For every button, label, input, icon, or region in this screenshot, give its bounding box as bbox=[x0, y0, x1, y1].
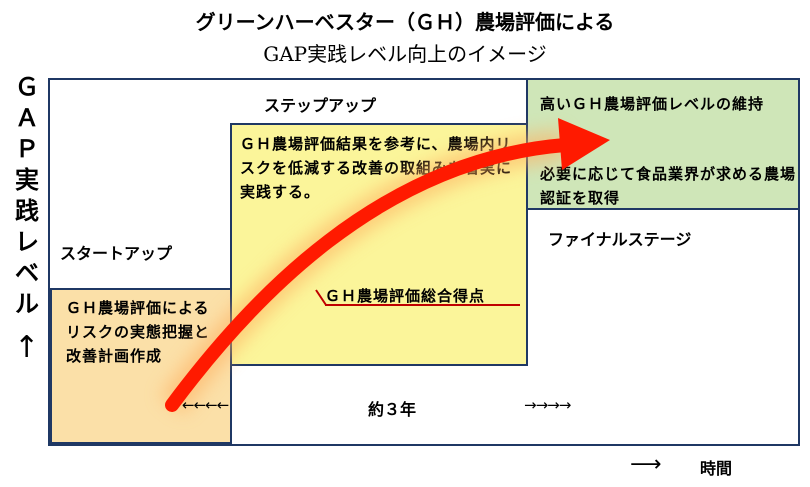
y-axis-label: ＧＡＰ実践レベル bbox=[15, 73, 39, 318]
title-line-2: GAP実践レベル向上のイメージ bbox=[263, 42, 547, 66]
stage-label-final: ファイナルステージ bbox=[548, 230, 692, 249]
startup-description: ＧＨ農場評価によるリスクの実態把握と改善計画作成 bbox=[66, 299, 211, 365]
final-description-1: 高いＧＨ農場評価レベルの維持 bbox=[540, 95, 765, 113]
duration-left-arrows: ←←←← bbox=[182, 396, 229, 414]
score-label: ＧＨ農場評価総合得点 bbox=[325, 287, 486, 305]
score-pointer bbox=[315, 289, 327, 306]
duration-right-arrows: →→→→ bbox=[524, 396, 571, 414]
arrow-shaft bbox=[165, 138, 572, 412]
diagram-frame bbox=[48, 78, 800, 446]
x-axis-label: 時間 bbox=[700, 459, 733, 478]
final-description-2: 必要に応じて食品業界が求める農場認証を取得 bbox=[540, 165, 797, 207]
stage-label-stepup: ステップアップ bbox=[264, 96, 377, 115]
score-underline bbox=[325, 304, 520, 306]
arrow-glow bbox=[159, 130, 567, 414]
title-line-1: グリーンハーベスター（ＧＨ）農場評価による bbox=[195, 10, 615, 34]
stage-label-startup: スタートアップ bbox=[60, 244, 173, 263]
duration-label: 約３年 bbox=[368, 400, 417, 419]
x-axis-arrow: ⟶ bbox=[630, 452, 662, 477]
y-axis-arrow: ↑ bbox=[14, 330, 40, 365]
arrow-head bbox=[558, 118, 610, 170]
